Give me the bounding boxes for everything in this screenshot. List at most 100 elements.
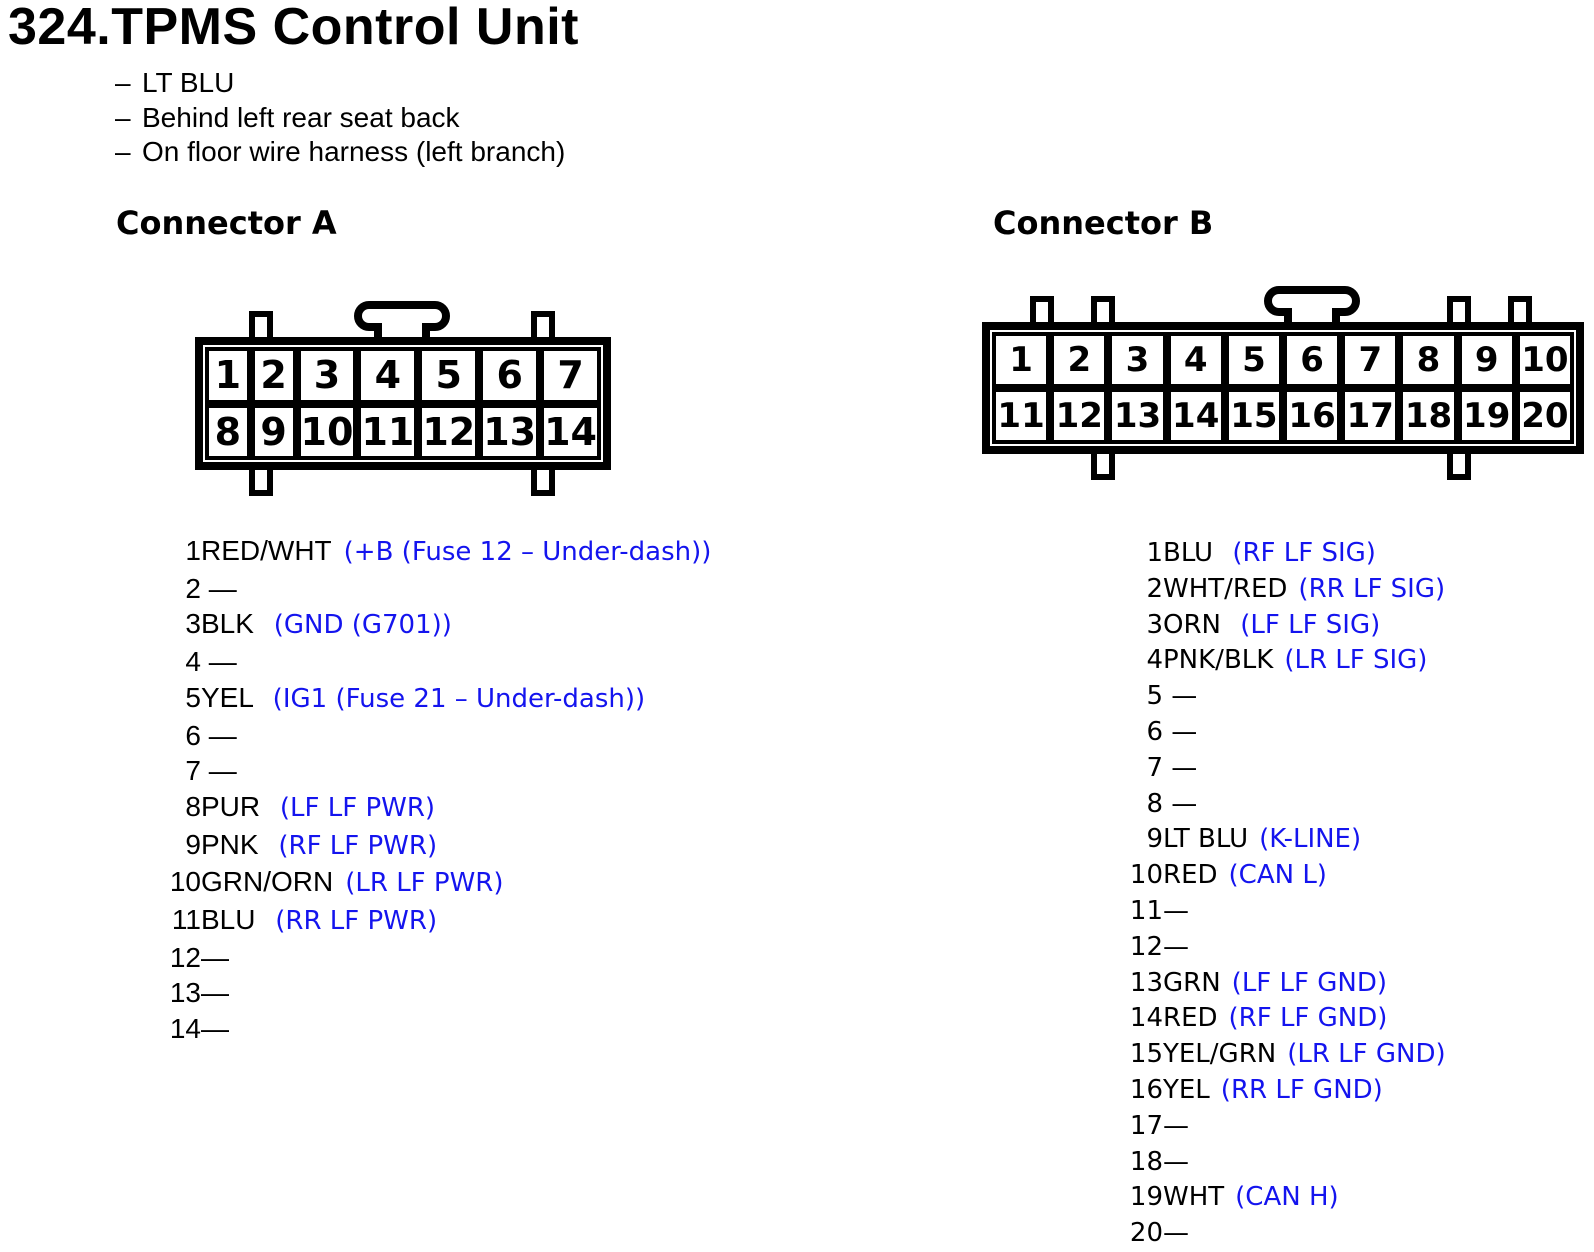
pin-number: 3 [185,608,201,640]
connector-b-pin-list: 1BLU (RF LF SIG)2WHT/RED(RR LF SIG)3ORN … [1125,536,1446,1252]
pin-number: 11 [1129,895,1163,926]
pin-row: 9PNK (RF LF PWR) [168,827,711,865]
connector-b-latch-neck [1284,308,1340,322]
wire-color: RED [1163,860,1218,891]
wire-color: — [1163,895,1189,926]
connector-b-bottom-tab-icon [1091,454,1115,480]
wire-color: — [1163,1110,1189,1141]
pin-row: 1RED/WHT(+B (Fuse 12 – Under-dash)) [168,533,711,571]
connector-b-top-tab-icon [1091,296,1115,322]
pin-row: 20— [1125,1216,1446,1252]
pin-number: 5 [1146,681,1163,712]
connector-a-pin-cell-10: 10 [296,403,358,460]
wire-color: YEL [1163,1074,1210,1105]
connector-b-pin-cell-13: 13 [1108,388,1167,444]
signal-label: (GND (G701)) [273,610,452,641]
pin-number: 7 [1146,752,1163,783]
connector-b-pin-cell-10: 10 [1515,332,1574,388]
pin-row: 3ORN (LF LF SIG) [1125,608,1446,644]
note-dash: – [115,67,131,98]
signal-label: (RF LF GND) [1228,1003,1388,1034]
pin-row: 13— [168,975,711,1011]
page-title: 324.TPMS Control Unit [8,0,579,56]
pin-number: 8 [1146,788,1163,819]
pin-number: 14 [1129,1003,1163,1034]
pin-row: 18— [1125,1145,1446,1181]
connector-a-pin-cell-9: 9 [250,403,297,460]
wire-color: GRN/ORN [201,866,334,898]
pin-number: 10 [169,866,201,898]
wire-color: — [201,977,229,1009]
signal-label: (RF LF PWR) [278,830,438,861]
wire-color: — [201,941,229,973]
pin-row: 19WHT(CAN H) [1125,1180,1446,1216]
connector-b-pin-cell-17: 17 [1341,388,1400,444]
pin-number: 18 [1129,1146,1163,1177]
pin-row: 12— [168,940,711,976]
connector-a-pin-list: 1RED/WHT(+B (Fuse 12 – Under-dash))2 —3B… [168,533,712,1047]
connector-a-heading: Connector A [116,204,337,242]
connector-a-top-tab-icon [531,311,555,337]
wire-color: ORN [1163,609,1230,640]
pin-number: 12 [1129,931,1163,962]
pin-number: 20 [1129,1218,1163,1249]
wire-color: — [1163,931,1189,962]
signal-label: (IG1 (Fuse 21 – Under-dash)) [272,683,646,714]
wire-color: — [1163,681,1198,712]
location-note: –On floor wire harness (left branch) [115,135,565,170]
connector-b-pin-cell-1: 1 [992,332,1051,388]
pin-number: 16 [1129,1074,1163,1105]
connector-b-bottom-tab-icon [1447,454,1471,480]
pin-row: 5YEL (IG1 (Fuse 21 – Under-dash)) [168,680,711,718]
pin-row: 8PUR (LF LF PWR) [168,789,711,827]
pin-row: 2WHT/RED(RR LF SIG) [1125,572,1446,608]
wire-color: — [1163,752,1198,783]
pin-number: 7 [185,755,201,787]
pin-row: 14RED(RF LF GND) [1125,1001,1446,1037]
connector-b-pin-cell-8: 8 [1399,332,1458,388]
pin-number: 13 [1129,967,1163,998]
signal-label: (LF LF GND) [1231,967,1387,998]
wire-color: — [201,1013,229,1045]
wire-color: — [1163,1218,1189,1249]
pin-number: 15 [1129,1039,1163,1070]
connector-b-top-tab-icon [1447,296,1471,322]
connector-a-latch-neck [374,323,430,337]
connector-a-pin-cell-8: 8 [205,403,251,460]
note-dash: – [115,101,131,133]
wire-color: YEL/GRN [1163,1039,1277,1070]
pin-number: 2 [1146,573,1163,604]
pin-number: 12 [169,941,201,973]
connector-a-pin-cell-4: 4 [357,347,419,404]
signal-label: (RF LF SIG) [1232,538,1376,568]
wire-color: — [201,755,237,787]
signal-label: (LF LF SIG) [1240,609,1381,640]
connector-b-pin-cell-5: 5 [1224,332,1283,388]
note-text: On floor wire harness (left branch) [142,136,566,168]
wire-color: PNK [201,828,267,860]
wire-color: RED/WHT [201,535,332,566]
connector-b-heading: Connector B [993,204,1214,242]
connector-a-pin-cell-14: 14 [540,403,601,460]
pin-row: 7 — [1125,751,1446,787]
connector-a-top-tab-icon [249,311,273,337]
pin-row: 12— [1125,930,1446,966]
note-text: LT BLU [142,67,235,98]
pin-number: 9 [1146,824,1163,855]
wire-color: LT BLU [1163,824,1249,855]
connector-b-top-tab-icon [1508,296,1532,322]
pin-row: 14— [168,1011,711,1047]
connector-b-pin-cell-16: 16 [1283,388,1342,444]
note-text: Behind left rear seat back [142,101,460,133]
pin-number: 1 [185,535,201,566]
pin-number: 11 [171,904,201,936]
note-dash: – [115,136,131,168]
connector-b-pin-cell-12: 12 [1050,388,1109,444]
wire-color: PUR [201,790,268,822]
connector-b-pin-cell-6: 6 [1283,332,1342,388]
pin-row: 6 — [1125,715,1446,751]
pin-row: 10RED(CAN L) [1125,858,1446,894]
